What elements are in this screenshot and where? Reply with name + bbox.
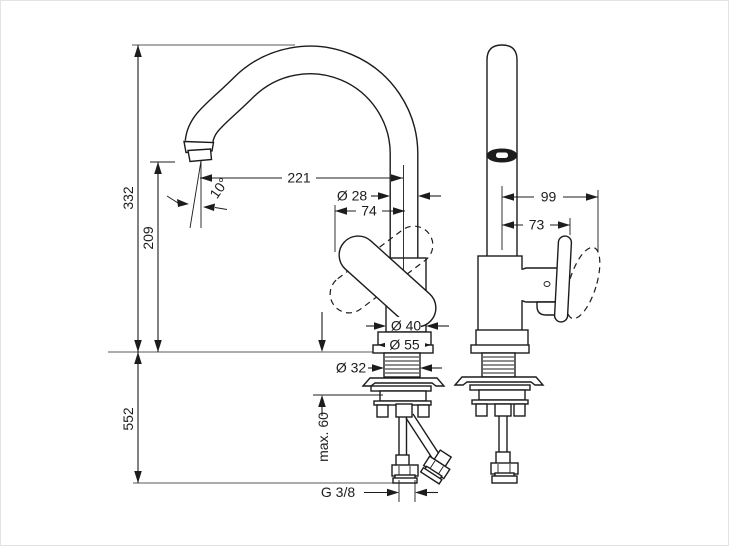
dim-body-diameter-40: Ø 40 xyxy=(366,317,449,334)
dim-side-handle-reach-73: 73 xyxy=(502,217,571,235)
side-screw-dot xyxy=(543,281,551,287)
front-handle-lever xyxy=(338,235,437,328)
dim-label-spout-reach: 221 xyxy=(287,170,311,186)
dim-outlet-angle-10deg: 10° xyxy=(166,160,232,229)
front-handle xyxy=(329,225,437,328)
side-stabiliser-plate xyxy=(453,376,545,386)
side-mounting-nut-left xyxy=(475,403,488,417)
dim-side-reach-99: 99 xyxy=(502,189,599,252)
dim-spout-height-332: 332 xyxy=(120,45,142,352)
dim-max-counter-60: max. 60 xyxy=(313,312,383,462)
front-hoses xyxy=(391,413,453,485)
front-hose-connector-base xyxy=(392,477,418,484)
dim-spout-reach-221: 221 xyxy=(200,170,403,186)
side-clamp-lip xyxy=(469,384,531,391)
side-mounting-nut-right xyxy=(513,403,526,417)
side-clamp-body xyxy=(478,389,526,401)
side-aerator-slot xyxy=(496,152,508,158)
side-hose xyxy=(490,416,519,484)
dim-label-shank-diameter: Ø 32 xyxy=(336,360,367,376)
front-mounting xyxy=(361,352,446,418)
side-base-plate xyxy=(470,344,530,354)
dim-label-spout-height: 332 xyxy=(120,186,136,210)
dim-connection-thread-g38: G 3/8 xyxy=(321,480,438,502)
side-hose-connector-base xyxy=(491,475,518,484)
dim-label-body-diameter: Ø 40 xyxy=(391,318,422,334)
dim-label-base-diameter: Ø 55 xyxy=(389,337,420,353)
dim-shank-diameter-32: Ø 32 xyxy=(336,360,442,376)
dim-label-max-counter: max. 60 xyxy=(315,412,331,462)
dim-label-below-counter: 552 xyxy=(120,407,136,431)
front-hose-fitting xyxy=(395,403,413,418)
dim-label-handle-reach: 74 xyxy=(361,203,377,219)
dim-label-spout-diameter: Ø 28 xyxy=(337,188,368,204)
dim-base-diameter-55: Ø 55 xyxy=(378,337,431,353)
front-mounting-nut-right xyxy=(417,404,430,418)
dim-outlet-height-209: 209 xyxy=(140,161,175,352)
dim-label-side-handle-reach: 73 xyxy=(529,217,545,233)
front-hose-connector-angled xyxy=(419,449,453,485)
dim-handle-reach-74: 74 xyxy=(334,203,405,252)
side-hose-fitting xyxy=(494,403,512,417)
front-mounting-nut-left xyxy=(376,404,389,418)
front-stabiliser-plate xyxy=(361,377,446,387)
side-handle-lever xyxy=(553,235,573,323)
dim-label-outlet-height: 209 xyxy=(140,226,156,250)
side-body xyxy=(475,186,567,348)
aerator xyxy=(187,148,213,163)
front-clamp-lip xyxy=(370,385,432,392)
side-handle xyxy=(553,235,601,323)
front-spout xyxy=(183,45,419,263)
dim-spout-diameter-28: Ø 28 xyxy=(337,188,441,204)
side-handle-dashed xyxy=(565,246,601,320)
side-mounting xyxy=(453,344,545,417)
reference-lines xyxy=(108,44,394,484)
dim-label-connection-thread: G 3/8 xyxy=(321,484,355,500)
side-spout xyxy=(486,44,518,259)
dim-below-counter-552: 552 xyxy=(120,352,142,483)
side-view xyxy=(453,44,601,484)
side-hose-neck xyxy=(495,451,511,465)
front-clamp-body xyxy=(379,390,427,402)
dim-label-side-reach: 99 xyxy=(541,189,557,205)
